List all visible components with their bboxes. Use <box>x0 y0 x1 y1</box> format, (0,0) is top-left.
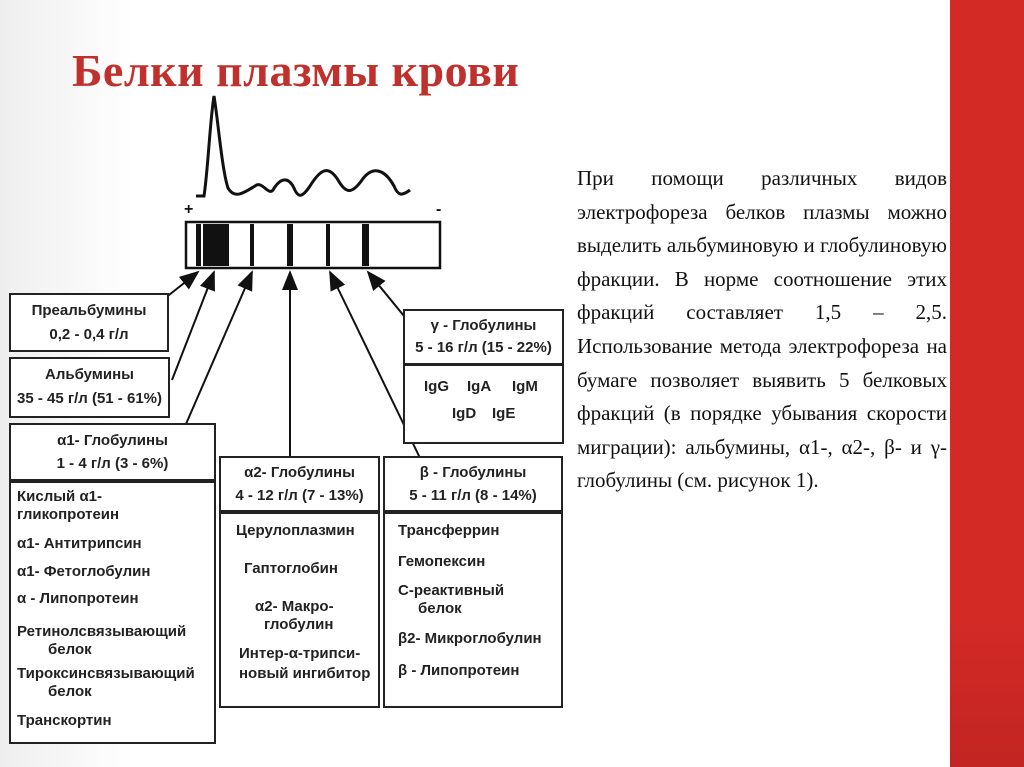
plus-sign: + <box>184 201 193 218</box>
alpha1-item: Тироксинсвязывающий <box>17 665 195 682</box>
alpha1-value: 1 - 4 г/л (3 - 6%) <box>56 455 169 472</box>
alpha1-item: α1- Фетоглобулин <box>17 563 151 580</box>
albumin-value: 35 - 45 г/л (51 - 61%) <box>16 390 162 407</box>
slide-title: Белки плазмы крови <box>72 45 520 96</box>
alpha1-header-box <box>9 423 216 481</box>
band-prealbumin <box>196 224 201 266</box>
electrophoresis-curve <box>196 95 411 198</box>
beta-item: белок <box>418 600 462 617</box>
albumin-name: Альбумины <box>45 366 134 383</box>
alpha1-list-box <box>9 481 216 744</box>
alpha1-item: Ретинолсвязывающий <box>17 623 187 640</box>
band-alpha1 <box>250 224 254 266</box>
alpha2-item: глобулин <box>264 616 334 633</box>
alpha2-item: новый ингибитор <box>239 665 371 682</box>
alpha2-value: 4 - 12 г/л (7 - 13%) <box>235 487 364 504</box>
minus-sign: - <box>436 201 441 218</box>
gamma-name: γ - Глобулины <box>430 317 537 334</box>
alpha2-list-box <box>219 512 380 708</box>
band-beta <box>326 224 330 266</box>
gamma-list-box <box>403 364 564 444</box>
prealbumin-name: Преальбумины <box>31 302 147 319</box>
alpha2-name: α2- Глобулины <box>244 464 355 481</box>
gamma-item: IgG <box>424 378 449 395</box>
alpha1-name: α1- Глобулины <box>57 432 168 449</box>
beta-item: С-реактивный <box>398 582 505 599</box>
beta-item: β2- Микроглобулин <box>398 630 542 647</box>
beta-item: Трансферрин <box>398 522 500 539</box>
electrophoresis-diagram: + - <box>139 95 441 459</box>
beta-name: β - Глобулины <box>419 464 527 481</box>
alpha1-item: Кислый α1- <box>17 488 103 505</box>
description-paragraph: При помощи различных видов электрофореза… <box>577 166 947 493</box>
gamma-item: IgE <box>492 405 516 422</box>
beta-item: Гемопексин <box>398 553 486 570</box>
alpha1-item: α1- Антитрипсин <box>17 535 142 552</box>
band-gamma <box>362 224 369 266</box>
beta-header-box <box>383 456 563 512</box>
gamma-item: IgA <box>467 378 492 395</box>
prealbumin-box <box>9 293 169 352</box>
side-accent-bar <box>950 0 1024 767</box>
alpha1-item: белок <box>48 683 92 700</box>
prealbumin-value: 0,2 - 0,4 г/л <box>49 326 129 343</box>
albumin-box <box>9 357 170 418</box>
alpha2-header-box <box>219 456 380 512</box>
arrow-gamma <box>366 270 405 317</box>
alpha1-item: белок <box>48 641 92 658</box>
gamma-item: IgD <box>452 405 477 422</box>
band-albumin <box>203 224 229 266</box>
arrow-albumin <box>171 270 215 381</box>
beta-item: β - Липопротеин <box>398 662 520 679</box>
alpha1-item: Транскортин <box>17 712 112 729</box>
alpha1-item: α - Липопротеин <box>17 590 139 607</box>
alpha1-item: гликопротеин <box>17 506 120 523</box>
arrow-alpha1 <box>185 270 253 425</box>
alpha2-item: Церулоплазмин <box>236 522 355 539</box>
alpha2-item: Интер-α-трипси- <box>239 645 361 662</box>
beta-list-box <box>383 512 563 708</box>
alpha2-item: Гаптоглобин <box>244 560 338 577</box>
beta-value: 5 - 11 г/л (8 - 14%) <box>409 487 537 504</box>
band-alpha2 <box>287 224 293 266</box>
gamma-item: IgM <box>512 378 538 395</box>
gamma-value: 5 - 16 г/л (15 - 22%) <box>415 339 552 356</box>
alpha2-item: α2- Макро- <box>255 598 334 615</box>
